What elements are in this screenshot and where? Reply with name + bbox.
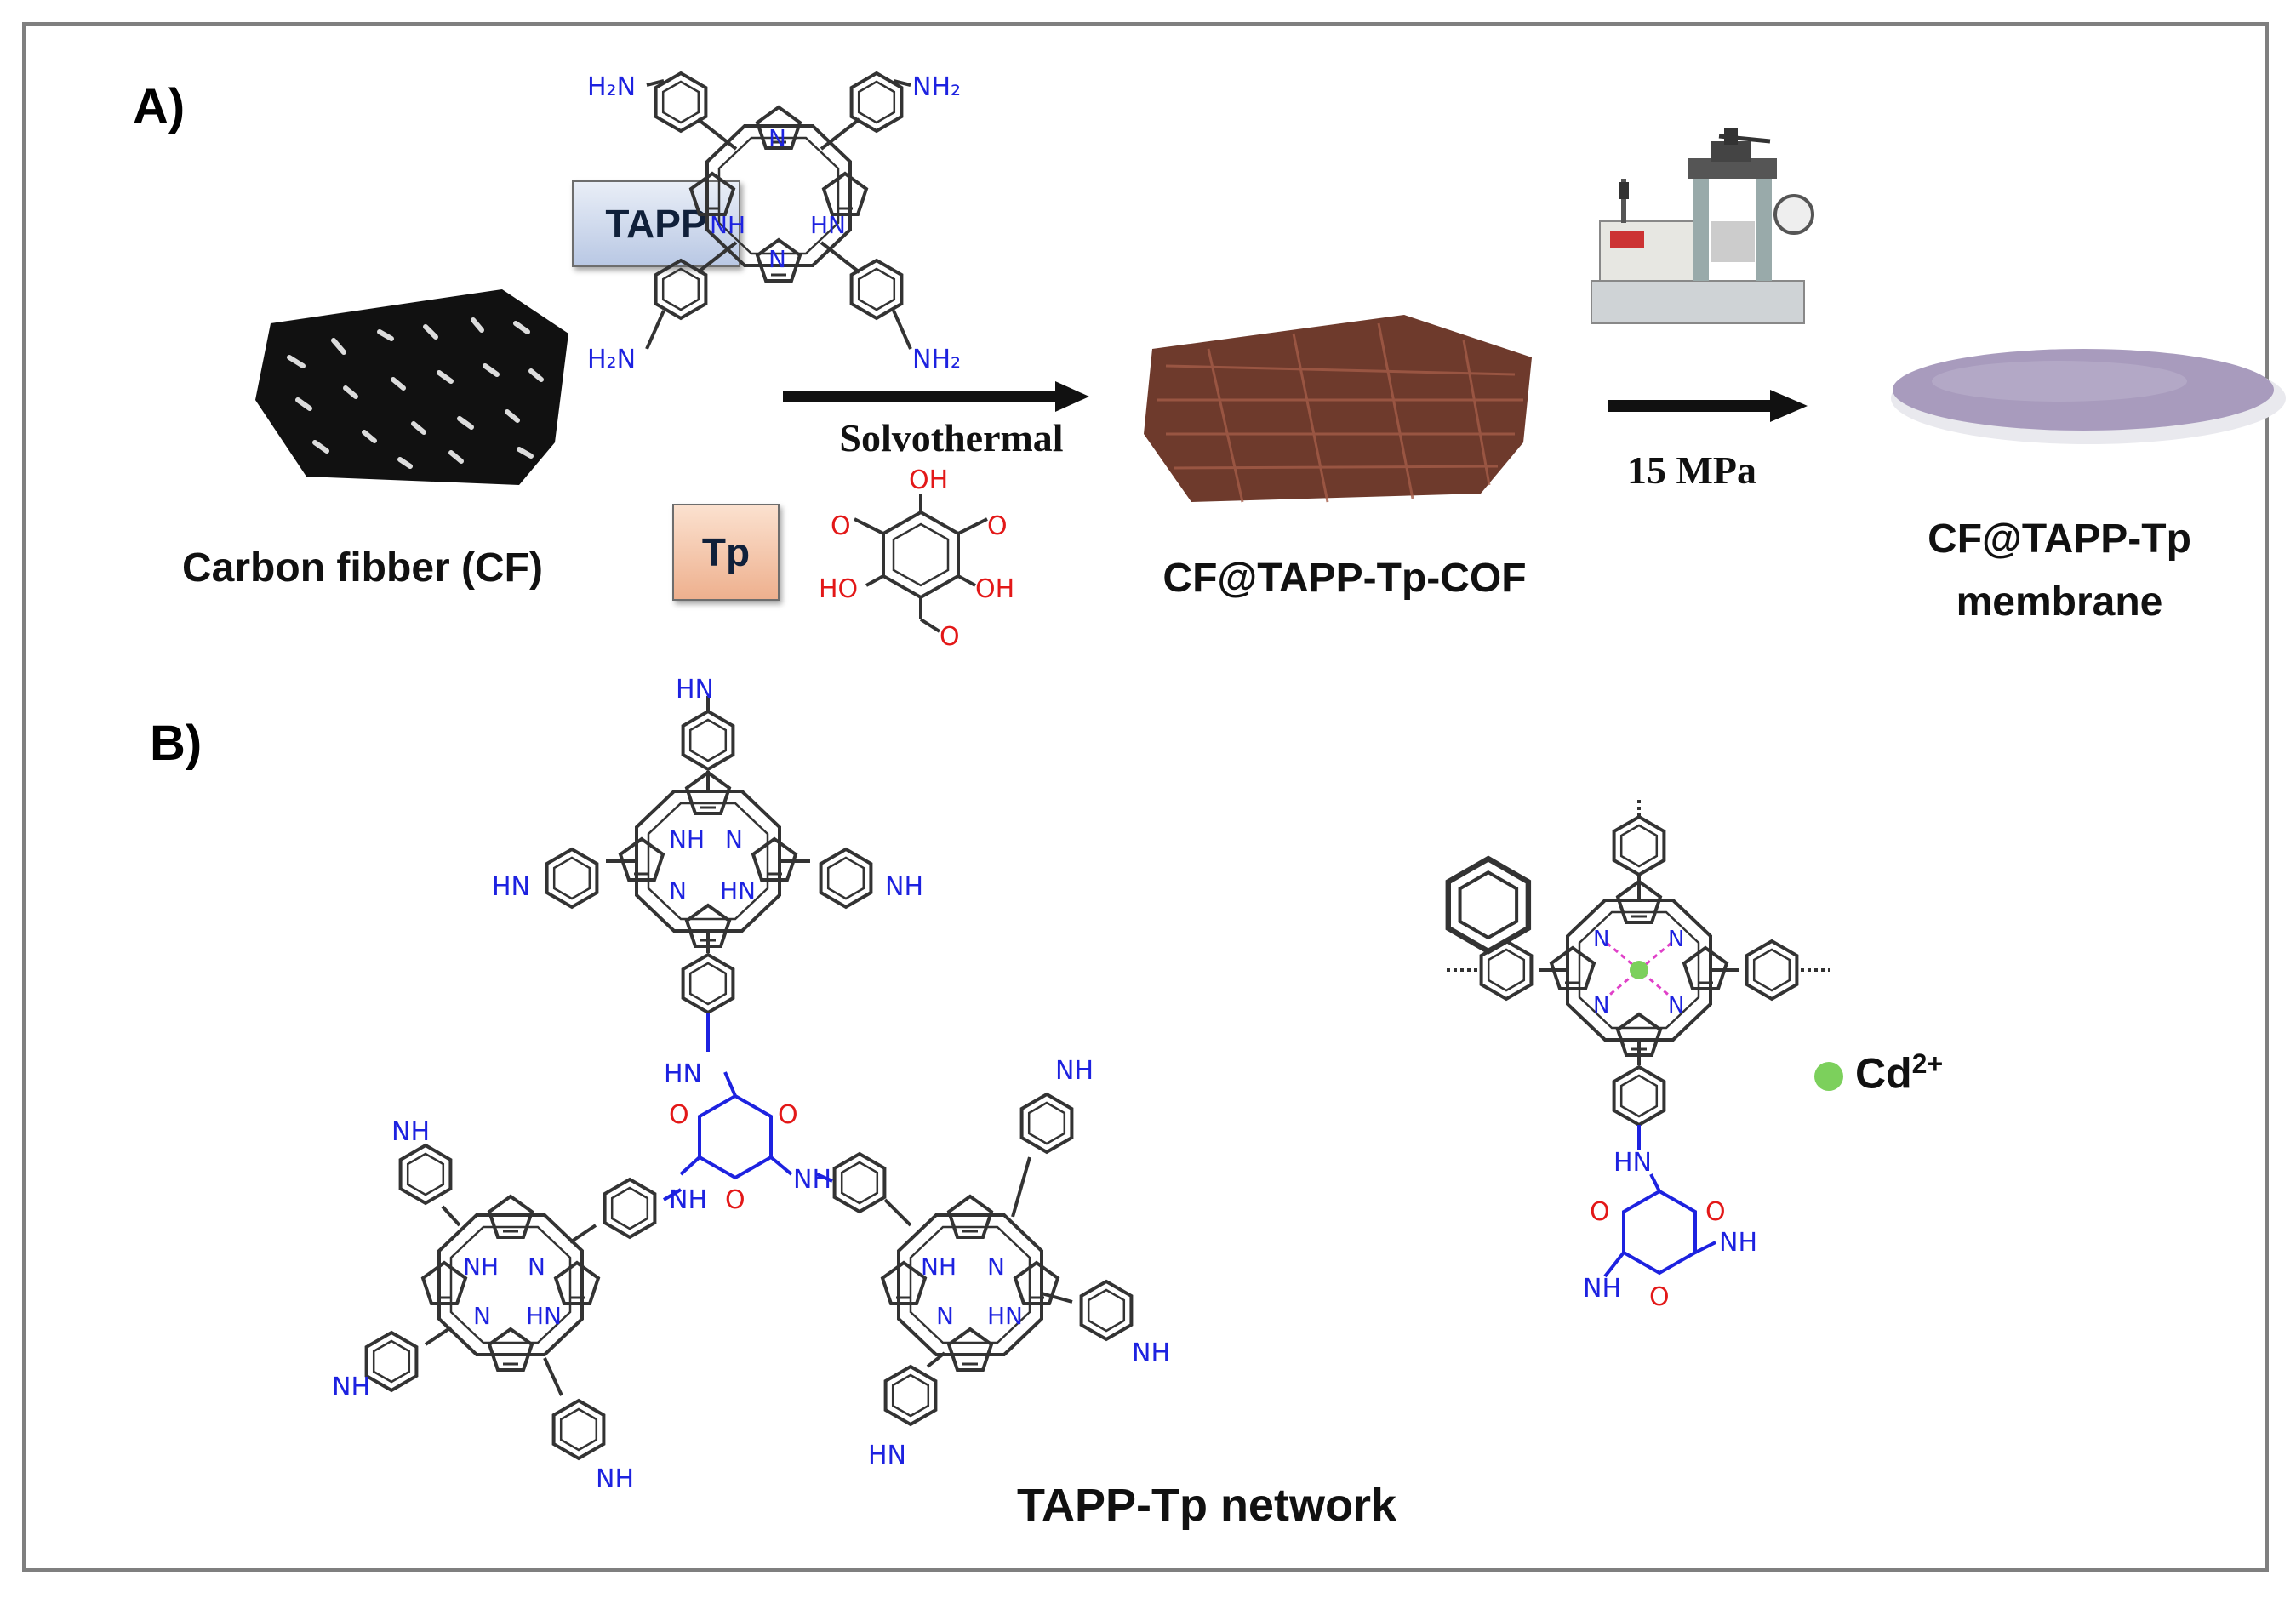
cof-fiber-image: [1144, 315, 1532, 503]
n-right-3: N: [936, 1302, 954, 1330]
tapp-amine-bl: H₂N: [587, 345, 636, 374]
n-right-1: NH: [921, 1253, 957, 1281]
tapp-label: TAPP: [605, 202, 707, 246]
network-porphyrin-left: NH NH NH NH N N HN: [332, 1117, 683, 1494]
n-right-2: N: [987, 1253, 1005, 1281]
solvothermal-label: Solvothermal: [839, 416, 1064, 459]
tapp-monomer-structure: H₂N NH₂ H₂N NH₂ N N NH HN: [587, 71, 961, 374]
n-top-1: NH: [669, 825, 705, 853]
tp-label: Tp: [701, 530, 751, 574]
hn-link-top: HN: [664, 1059, 702, 1089]
tapp-nh-left: NH: [710, 211, 745, 239]
n-top-3: N: [669, 876, 687, 905]
network-caption: TAPP-Tp network: [1016, 1480, 1396, 1531]
n-left-3: N: [473, 1302, 491, 1330]
cd-ion-charge: 2+: [1911, 1048, 1944, 1079]
figure-frame: [22, 22, 2269, 1572]
n-top-4: HN: [720, 876, 756, 905]
nh-right-lower: NH: [1132, 1338, 1170, 1368]
tapp-reagent-box: TAPP: [572, 180, 740, 267]
tp-o-left: O: [831, 511, 851, 541]
membrane-caption-line2: membrane: [1956, 579, 2163, 625]
cd-nh-right: NH: [1719, 1228, 1757, 1258]
cd-nh-left: NH: [1583, 1274, 1621, 1304]
cd-porphyrin-unit: N N N N HN O O O NH NH: [1447, 800, 1830, 1312]
cd-hn-link: HN: [1613, 1148, 1652, 1178]
core-o-2: O: [778, 1100, 798, 1130]
tp-oh-right: OH: [975, 574, 1014, 604]
solvothermal-arrow: [783, 381, 1089, 412]
tapp-amine-tl: H₂N: [587, 72, 636, 102]
tp-monomer-structure: OH O O OH HO O: [819, 465, 1528, 951]
tapp-n-bottom: N: [768, 245, 786, 273]
network-porphyrin-right: NH NH HN NH N N HN: [816, 1056, 1170, 1470]
core-nh-right: NH: [793, 1165, 831, 1195]
nh-top-right: NH: [885, 872, 923, 902]
n-left-4: HN: [526, 1302, 562, 1330]
cd-o-3: O: [1649, 1282, 1670, 1312]
panel-a-label: A): [133, 79, 186, 134]
cd-o-1: O: [1590, 1197, 1610, 1227]
n-left-1: NH: [463, 1253, 499, 1281]
pressing-arrow: [1608, 390, 1808, 422]
n-right-4: HN: [987, 1302, 1023, 1330]
cd-n-3: N: [1593, 993, 1609, 1019]
cd-n-4: N: [1668, 993, 1684, 1019]
tp-o-right: O: [987, 511, 1008, 541]
core-o-3: O: [725, 1185, 745, 1215]
network-porphyrin-top: HN HN NH NH N N HN HN: [492, 675, 923, 1089]
core-o-1: O: [669, 1100, 689, 1130]
tapp-n-top: N: [768, 124, 786, 152]
network-tp-core: O O O NH NH: [669, 1071, 831, 1215]
tp-ho-left: HO: [819, 574, 858, 604]
nh-right-bottom: HN: [868, 1441, 906, 1470]
cd-ion-dot-legend: [1814, 1062, 1843, 1091]
nh-right-upper: NH: [1055, 1056, 1094, 1086]
cd-n-1: N: [1593, 927, 1609, 952]
core-nh-left: NH: [669, 1185, 707, 1215]
tapp-amine-tr: NH₂: [912, 72, 961, 102]
nh-top-left: HN: [492, 872, 530, 902]
n-left-2: N: [528, 1253, 545, 1281]
pressure-label: 15 MPa: [1626, 448, 1756, 492]
carbon-fiber-caption: Carbon fibber (CF): [182, 545, 543, 591]
cof-caption: CF@TAPP-Tp-COF: [1162, 556, 1527, 601]
cd-n-2: N: [1668, 927, 1684, 952]
carbon-fiber-image: [255, 289, 568, 485]
hydraulic-press-image: [1591, 128, 1814, 324]
membrane-disc-image: [1891, 349, 2286, 444]
cd-o-2: O: [1705, 1197, 1726, 1227]
cd-ion-legend: Cd2+: [1855, 1048, 1943, 1099]
nh-left-lower: NH: [332, 1373, 370, 1402]
cd-ion-symbol: Cd: [1855, 1049, 1912, 1098]
panel-b-label: B): [150, 716, 203, 771]
nh-left-upper: NH: [391, 1117, 430, 1147]
nh-top-upper: HN: [676, 675, 714, 705]
tp-oh-top: OH: [909, 465, 948, 495]
tp-o-bottom: O: [940, 622, 960, 652]
n-top-2: N: [725, 825, 743, 853]
tp-reagent-box: Tp: [672, 504, 780, 601]
tapp-amine-br: NH₂: [912, 345, 961, 374]
nh-left-bottom: NH: [596, 1464, 634, 1494]
tapp-hn-right: HN: [810, 211, 846, 239]
membrane-caption-line1: CF@TAPP-Tp: [1928, 516, 2191, 562]
